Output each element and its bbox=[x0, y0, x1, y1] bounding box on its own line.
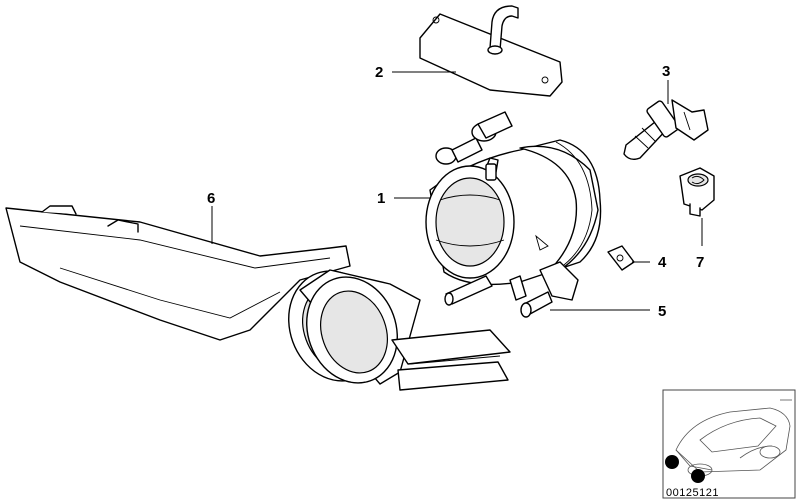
callout-6: 6 bbox=[207, 190, 215, 207]
part-6-trim bbox=[5, 205, 511, 391]
part-1-fog-light bbox=[425, 111, 602, 306]
callout-4: 4 bbox=[658, 254, 667, 271]
part-4-clip-nut bbox=[607, 245, 635, 271]
reference-number: 00125121 bbox=[666, 487, 719, 499]
callout-3: 3 bbox=[662, 63, 670, 80]
part-3-bulb bbox=[623, 99, 709, 161]
fog-light-location-marker bbox=[691, 469, 705, 483]
fog-light-location-marker bbox=[665, 455, 679, 469]
callout-5: 5 bbox=[658, 303, 666, 320]
part-5-screw bbox=[520, 291, 553, 318]
callout-1: 1 bbox=[377, 190, 385, 207]
callout-7: 7 bbox=[696, 254, 704, 271]
vehicle-inset: 00125121 bbox=[662, 389, 796, 499]
leader-lines bbox=[211, 71, 703, 311]
callout-2: 2 bbox=[375, 64, 383, 81]
part-2-bracket bbox=[419, 5, 563, 97]
part-7-connector bbox=[679, 167, 715, 217]
